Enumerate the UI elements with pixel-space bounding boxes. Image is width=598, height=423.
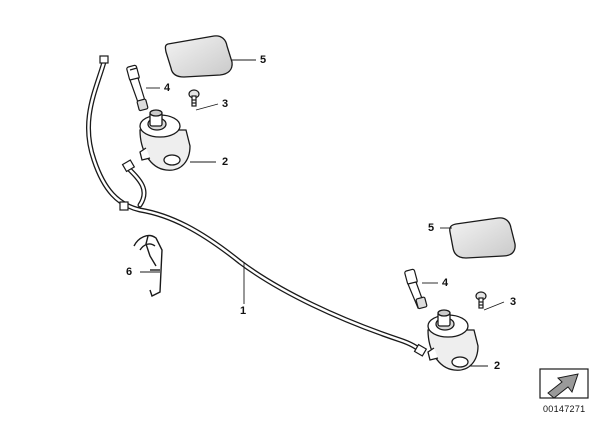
callout-pump-right: 2 xyxy=(494,360,501,372)
callout-screw-right: 3 xyxy=(510,296,517,308)
callout-cover-left: 5 xyxy=(260,54,267,66)
cover-left xyxy=(164,35,233,78)
nozzle-left xyxy=(126,64,149,112)
screw-right xyxy=(475,291,487,309)
part-number: 00147271 xyxy=(543,404,586,414)
leader-lines xyxy=(140,59,505,367)
callout-nozzle-left: 4 xyxy=(164,82,171,94)
hose xyxy=(85,55,428,357)
callout-pump-left: 2 xyxy=(222,156,229,168)
screw-left xyxy=(188,89,200,107)
callout-hose: 1 xyxy=(240,305,247,317)
pump-right xyxy=(427,309,479,371)
cover-right xyxy=(449,217,516,259)
callout-bracket: 6 xyxy=(126,266,133,278)
pump-left xyxy=(139,109,191,171)
callout-screw-left: 3 xyxy=(222,98,229,110)
callout-cover-right: 5 xyxy=(428,222,435,234)
nozzle-right xyxy=(404,268,428,310)
bracket xyxy=(133,234,163,297)
callout-nozzle-right: 4 xyxy=(442,277,449,289)
arrow-icon xyxy=(539,368,589,399)
